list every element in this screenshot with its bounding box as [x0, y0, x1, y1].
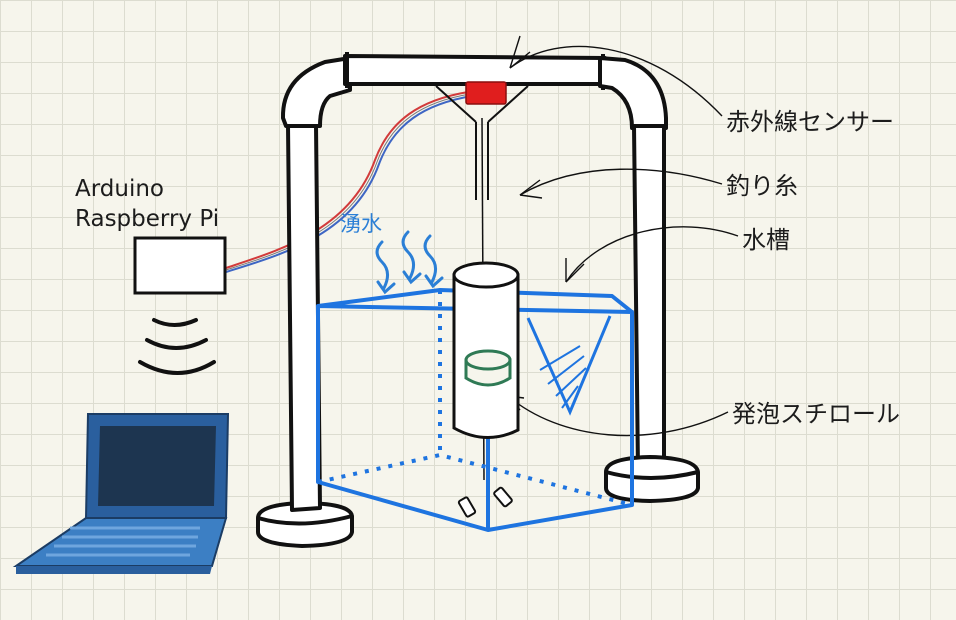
spring-water-arrows: [375, 230, 444, 295]
styrofoam-float: [464, 349, 512, 387]
sinker-weights: [457, 486, 513, 518]
water-wedge: [526, 315, 612, 416]
frame-right-post: [598, 56, 700, 503]
fishing-line-label: 釣り糸: [726, 172, 798, 200]
ir-sensor-block: [465, 81, 507, 105]
water-tank-label: 水槽: [742, 226, 790, 254]
spring-water-label: 湧水: [340, 212, 382, 236]
controller-label-line2: Raspberry Pi: [75, 206, 220, 232]
styrofoam-label: 発泡スチロール: [732, 400, 900, 428]
controller-box-icon: [133, 236, 227, 295]
controller-label-line1: Arduino: [75, 176, 165, 202]
controller-label: Arduino Raspberry Pi: [75, 174, 219, 234]
frame-left-post: [256, 56, 354, 548]
signal-waves-icon: [138, 318, 216, 375]
ir-sensor-label: 赤外線センサー: [726, 108, 894, 136]
laptop-icon: [12, 413, 230, 574]
sensor-cable: [225, 91, 473, 273]
